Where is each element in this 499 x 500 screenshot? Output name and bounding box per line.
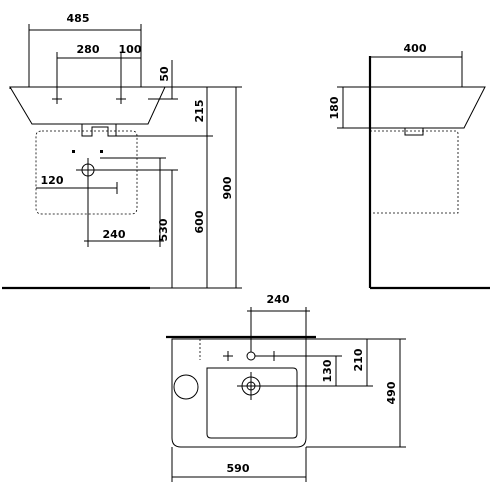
dim-label-50: 50 bbox=[158, 66, 171, 82]
side-basin-outline bbox=[370, 86, 486, 129]
top-tap-hole-left bbox=[223, 351, 233, 361]
dim-label-490: 490 bbox=[385, 381, 398, 404]
front-drain bbox=[81, 124, 117, 137]
front-tap-hole-left bbox=[52, 94, 62, 104]
dim-label-280: 280 bbox=[77, 43, 100, 56]
top-basin-outline bbox=[171, 338, 307, 448]
dim-front-rim-50: 50 bbox=[148, 60, 178, 100]
dim-label-600: 600 bbox=[193, 210, 206, 233]
front-basin-outline bbox=[9, 86, 166, 125]
dim-top-tap-240: 240 bbox=[247, 293, 310, 352]
dim-label-210: 210 bbox=[352, 348, 365, 371]
top-bowl-outline bbox=[206, 367, 298, 439]
front-view: 485 280 100 50 215 120 bbox=[2, 12, 242, 290]
dim-label-130: 130 bbox=[321, 359, 334, 382]
dim-front-240: 240 bbox=[84, 157, 166, 247]
dim-label-590: 590 bbox=[227, 462, 250, 475]
dim-label-900: 900 bbox=[221, 176, 234, 199]
dim-side-depth-400: 400 bbox=[370, 42, 463, 87]
dim-front-600: 600 bbox=[178, 136, 213, 289]
side-view: 400 180 bbox=[328, 42, 490, 290]
dim-front-width-485: 485 bbox=[28, 12, 142, 87]
dim-label-530: 530 bbox=[157, 218, 170, 241]
dim-front-waste-120: 120 bbox=[36, 174, 118, 194]
dim-label-100: 100 bbox=[119, 43, 142, 56]
dim-front-900: 900 bbox=[207, 86, 242, 289]
front-cabinet-hidden bbox=[35, 130, 138, 215]
dim-label-top-240: 240 bbox=[267, 293, 290, 306]
top-tap-hole-center bbox=[246, 351, 256, 361]
dim-label-215: 215 bbox=[193, 100, 206, 123]
front-fixing-point-left bbox=[72, 150, 75, 153]
top-view: 240 130 210 490 590 bbox=[166, 293, 406, 482]
side-cabinet-hidden bbox=[370, 130, 459, 214]
dim-front-holes: 280 100 bbox=[56, 43, 142, 94]
dim-front-530: 530 bbox=[100, 169, 178, 289]
dim-label-485: 485 bbox=[67, 12, 90, 25]
side-drain bbox=[404, 128, 424, 136]
top-towel-hole bbox=[173, 374, 199, 400]
dim-label-120: 120 bbox=[41, 174, 64, 187]
dim-top-590: 590 bbox=[171, 447, 307, 482]
front-fixing-point-right bbox=[100, 150, 103, 153]
dim-label-400: 400 bbox=[404, 42, 427, 55]
front-tap-hole-right bbox=[116, 94, 126, 104]
dim-top-210: 210 bbox=[306, 338, 373, 387]
dim-front-215: 215 bbox=[116, 86, 213, 137]
dim-top-waste-130: 130 bbox=[255, 355, 342, 387]
dim-label-180: 180 bbox=[328, 96, 341, 119]
dim-top-490: 490 bbox=[306, 338, 406, 448]
dim-side-height-180: 180 bbox=[328, 86, 370, 129]
dim-label-240: 240 bbox=[103, 228, 126, 241]
